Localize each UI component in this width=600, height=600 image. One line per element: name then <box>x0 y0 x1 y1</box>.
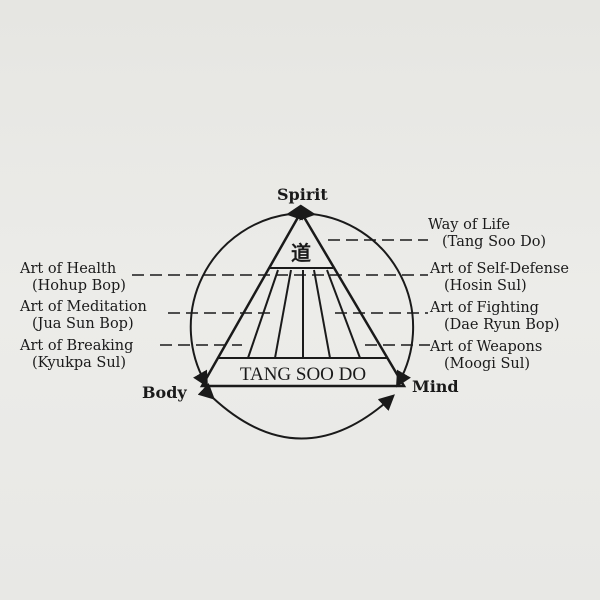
left-label-2: Art of Meditation(Jua Sun Bop) <box>20 299 147 333</box>
right-label-2: Art of Self-Defense(Hosin Sul) <box>430 261 569 295</box>
label-title: Art of Breaking <box>20 338 134 354</box>
apex-symbol: 道 <box>291 241 311 265</box>
label-subtitle: (Jua Sun Bop) <box>32 316 134 332</box>
label-subtitle: (Tang Soo Do) <box>442 234 547 250</box>
label-subtitle: (Hohup Bop) <box>32 278 126 294</box>
label-title: Art of Meditation <box>20 299 147 315</box>
label-title: Art of Self-Defense <box>430 261 569 277</box>
vertex-mind: Mind <box>412 377 459 396</box>
left-label-1: Art of Health(Hohup Bop) <box>20 261 126 295</box>
arc-spirit-mind <box>299 204 415 388</box>
label-title: Way of Life <box>428 217 511 233</box>
label-title: Art of Weapons <box>430 339 543 355</box>
label-subtitle: (Hosin Sul) <box>444 278 527 294</box>
vertex-spirit: Spirit <box>277 185 328 204</box>
right-label-3: Art of Fighting(Dae Ryun Bop) <box>430 300 560 334</box>
arc-spirit-body <box>189 204 303 388</box>
label-subtitle: (Kyukpa Sul) <box>32 355 126 371</box>
label-subtitle: (Dae Ryun Bop) <box>444 317 560 333</box>
vertex-body: Body <box>142 383 187 402</box>
left-label-3: Art of Breaking(Kyukpa Sul) <box>20 338 133 372</box>
pyramid <box>199 209 407 388</box>
label-title: Art of Fighting <box>430 300 539 316</box>
right-label-1: Way of Life(Tang Soo Do) <box>428 217 546 251</box>
right-label-4: Art of Weapons(Moogi Sul) <box>430 339 542 373</box>
label-title: Art of Health <box>20 261 117 277</box>
arc-body-mind <box>197 382 395 440</box>
base-text: TANG SOO DO <box>240 364 366 385</box>
label-subtitle: (Moogi Sul) <box>444 356 531 372</box>
